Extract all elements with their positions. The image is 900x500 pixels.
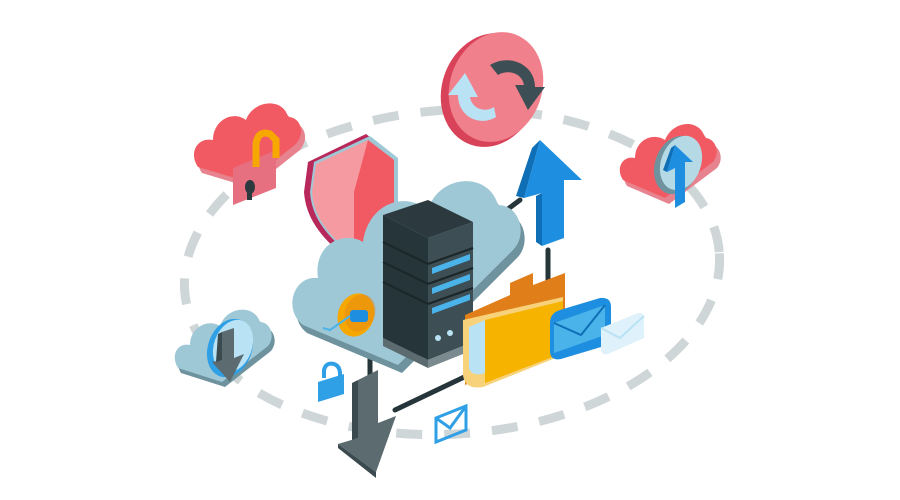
arrow-down-icon bbox=[338, 370, 396, 478]
mail-outline-icon bbox=[434, 403, 468, 445]
lock-icon bbox=[318, 361, 344, 402]
envelope-icon bbox=[550, 297, 611, 360]
arrow-up-icon bbox=[516, 140, 582, 246]
folder-icon bbox=[463, 273, 565, 388]
sync-arrows-icon bbox=[440, 32, 545, 147]
server-cloud bbox=[292, 181, 525, 373]
cloud-upload-icon bbox=[619, 123, 721, 208]
server-icon bbox=[382, 200, 474, 368]
envelope-faded-icon bbox=[600, 312, 645, 355]
cloud-download-icon bbox=[174, 309, 275, 387]
cloud-padlock-icon bbox=[193, 103, 306, 205]
